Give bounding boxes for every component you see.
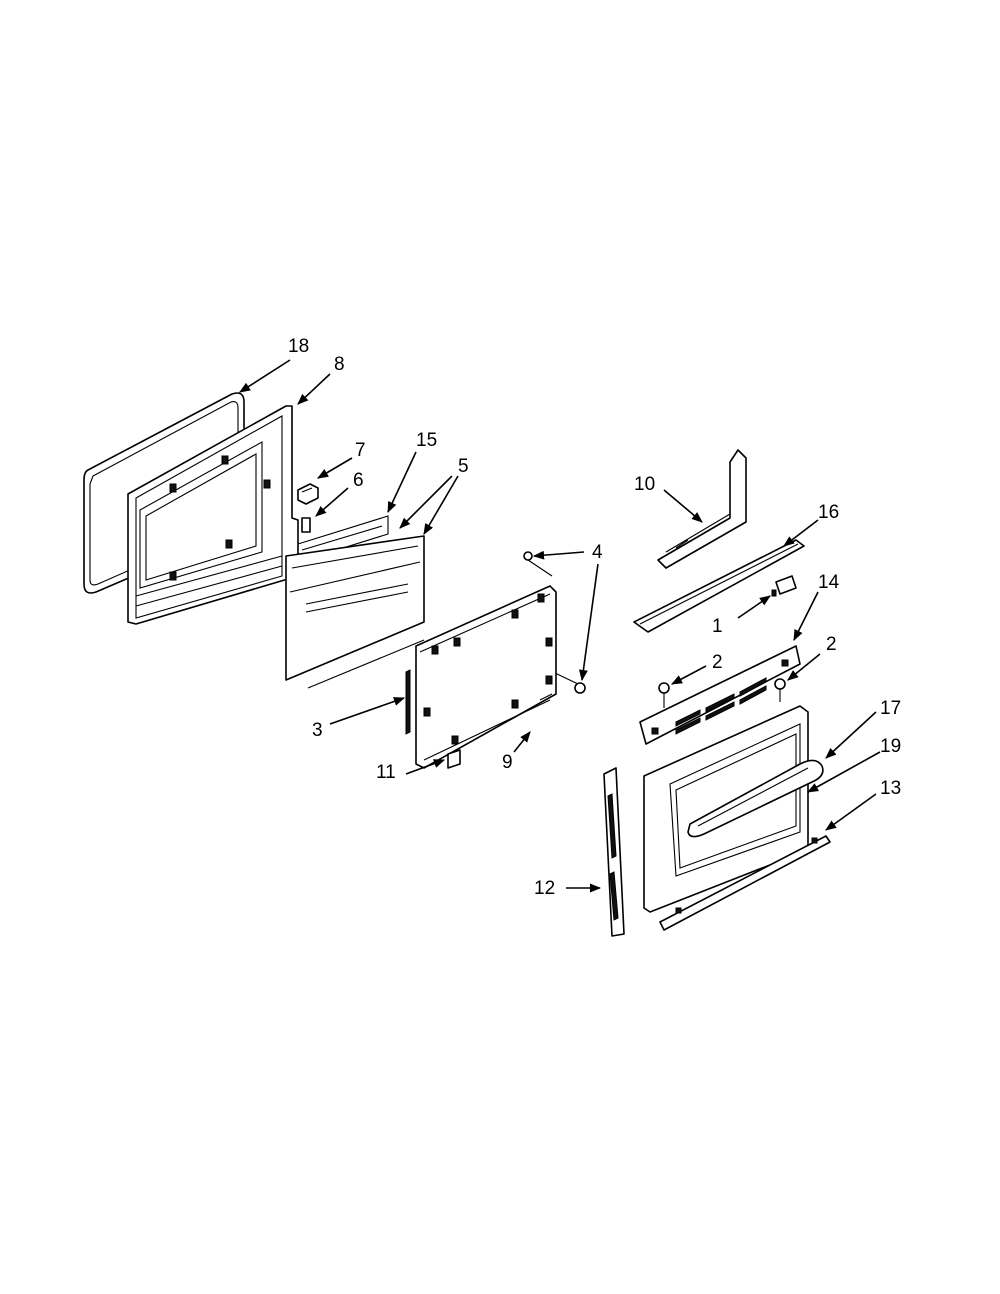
callout-19: 19 [880, 736, 901, 757]
part-3-side-trim [405, 669, 411, 735]
leader-18 [239, 359, 291, 393]
part-9-inner-door-panel [415, 585, 557, 769]
leader-13 [825, 793, 877, 831]
part-10-handle-bracket [657, 449, 747, 569]
callout-3: 3 [312, 720, 323, 741]
leader-10 [663, 489, 703, 523]
leader-1 [737, 595, 771, 619]
leader-5a [399, 475, 453, 529]
leader-7 [317, 457, 353, 479]
leader-2a [671, 665, 707, 685]
callout-labels: 18 8 7 6 15 5 4 3 11 9 10 16 1 14 2 2 17… [288, 336, 901, 899]
leader-8 [297, 373, 331, 405]
leader-19 [807, 751, 881, 793]
callout-10: 10 [634, 474, 655, 495]
leader-2b [787, 653, 821, 681]
callout-2-right: 2 [826, 634, 837, 655]
part-1-clip [771, 575, 797, 597]
callout-8: 8 [334, 354, 345, 375]
callout-4: 4 [592, 542, 603, 563]
callout-11: 11 [376, 762, 396, 783]
part-17-door-handle [687, 759, 824, 838]
callout-18: 18 [288, 336, 309, 357]
leader-9 [513, 731, 531, 753]
callout-13: 13 [880, 778, 901, 799]
callout-6: 6 [353, 470, 364, 491]
leader-6 [315, 487, 349, 517]
part-6-spacer [301, 517, 311, 533]
callout-9: 9 [502, 752, 513, 773]
part-8-inner-door-frame [127, 405, 299, 625]
callout-2-left: 2 [712, 652, 723, 673]
leader-3 [329, 697, 406, 725]
callout-5: 5 [458, 456, 469, 477]
leader-4a [532, 550, 585, 560]
part-14-vent-panel [639, 645, 801, 745]
part-2-screws [658, 678, 786, 708]
leader-4b [578, 563, 599, 682]
leader-15 [387, 451, 417, 514]
leader-lines [239, 359, 881, 893]
leader-16 [783, 519, 819, 547]
part-12-side-trim [603, 767, 625, 937]
part-16-top-trim [633, 539, 805, 633]
callout-1: 1 [712, 616, 723, 637]
part-11-tab [447, 749, 461, 769]
leader-5b [423, 475, 459, 535]
callout-17: 17 [880, 698, 901, 719]
leader-17 [825, 711, 877, 759]
callout-7: 7 [355, 440, 366, 461]
callout-12: 12 [534, 878, 555, 899]
callout-16: 16 [818, 502, 839, 523]
part-13-bottom-trim [659, 835, 831, 931]
callout-15: 15 [416, 430, 437, 451]
part-5-glass-panels [285, 535, 425, 689]
leader-14 [793, 591, 819, 642]
leader-11 [405, 759, 446, 775]
part-7-clip [297, 483, 319, 505]
callout-14: 14 [818, 572, 840, 593]
